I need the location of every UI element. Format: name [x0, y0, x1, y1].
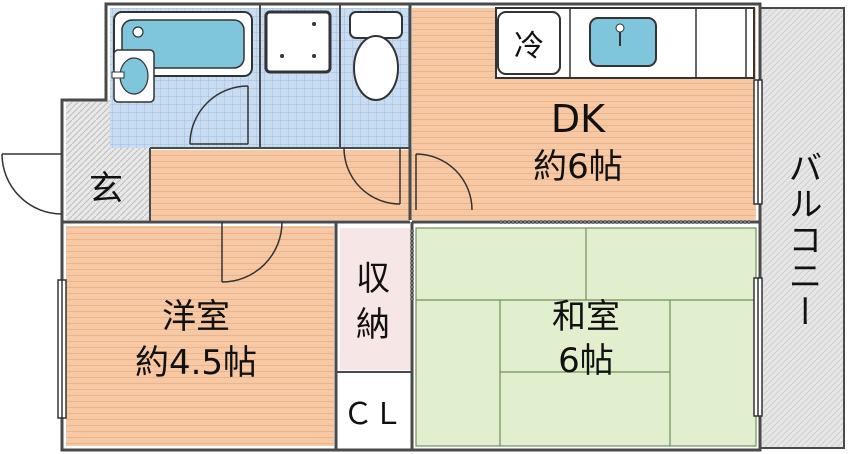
balcony-area: [759, 7, 845, 449]
doors: [1, 85, 473, 283]
japanese-room-size: 6帖: [558, 341, 614, 381]
fridge-box: [497, 11, 561, 75]
storage-area: [340, 228, 410, 370]
storage-label-2: 納: [356, 305, 390, 345]
windows: [57, 79, 763, 419]
closet-label: ＣＬ: [343, 397, 403, 432]
balcony-label: バルコニー: [782, 150, 822, 330]
western-room-floor: [66, 226, 334, 446]
western-room-size: 約4.5帖: [135, 343, 257, 383]
closet-area: [340, 374, 410, 446]
japanese-room-name: 和室: [552, 297, 620, 337]
dk-size: 約6帖: [533, 147, 623, 187]
fridge-label: 冷: [514, 29, 544, 64]
japanese-room-tatami: [415, 227, 757, 447]
western-room-name: 洋室: [162, 297, 230, 337]
washing-machine-icon: [264, 10, 332, 74]
storage-label-1: 収: [356, 259, 390, 299]
toilet-icon: [349, 11, 403, 101]
corridor-floor: [150, 150, 412, 220]
entrance-label: 玄: [89, 169, 123, 209]
dk-name: DK: [551, 97, 606, 141]
sink-icon: [589, 17, 657, 67]
basin-icon: [111, 49, 155, 103]
